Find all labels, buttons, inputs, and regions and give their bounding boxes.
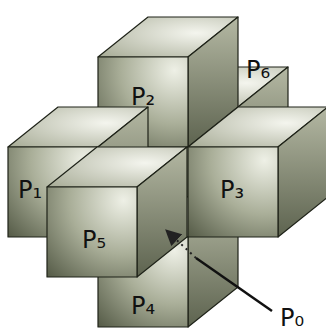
part-label: P₀ xyxy=(280,306,304,330)
cube-face xyxy=(188,147,278,237)
cubes xyxy=(8,17,326,327)
part-label: P₃ xyxy=(220,178,244,202)
part-label: P₂ xyxy=(131,85,155,109)
cube-face xyxy=(278,107,326,237)
dotted-arrow xyxy=(168,232,196,258)
cube-face xyxy=(47,187,137,277)
cube-face xyxy=(137,147,187,277)
leader-line xyxy=(196,258,272,311)
part-label: P₅ xyxy=(82,228,106,252)
part-label: P₄ xyxy=(131,294,155,318)
part-label: P₆ xyxy=(246,58,270,82)
part-label: P₁ xyxy=(18,178,42,202)
